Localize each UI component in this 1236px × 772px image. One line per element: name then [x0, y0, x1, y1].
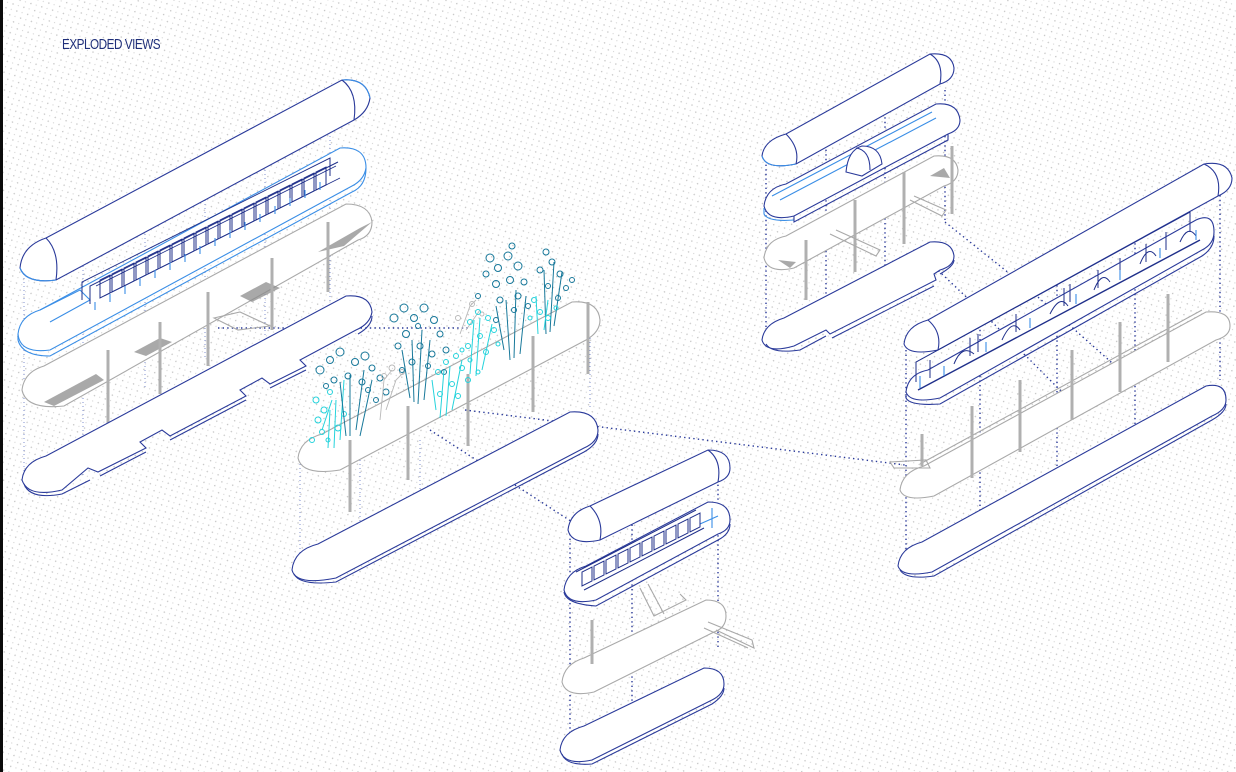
hull-base: [291, 411, 599, 582]
garden-barge-view: [291, 242, 601, 584]
deck-posts: [106, 222, 330, 425]
connector-lines: [218, 221, 1121, 541]
roof-shell: [567, 449, 731, 543]
page-title: EXPLODED VIEWS: [62, 36, 161, 53]
small-barge-view: [559, 449, 755, 765]
deck-frame: [763, 155, 959, 271]
dome: [845, 145, 883, 177]
cabin-module-row: [575, 509, 705, 591]
hull-base: [897, 384, 1227, 575]
deck-frame: [899, 311, 1231, 499]
stepped-hull-base: [21, 295, 373, 493]
left-edge-strip: [0, 0, 3, 772]
right-barge-view: [889, 162, 1233, 578]
tree-cluster: [309, 242, 575, 449]
top-right-barge-view: [761, 53, 961, 352]
roof-shell: [903, 162, 1233, 353]
deck-frame: [561, 599, 727, 695]
cabin-module-row: [81, 157, 341, 310]
vaulted-cabin-hull: [905, 217, 1215, 401]
hull-base: [559, 667, 725, 763]
left-barge-view: [17, 79, 373, 497]
vaulted-cabin-row: [915, 211, 1201, 391]
notched-hull-base: [761, 241, 955, 350]
